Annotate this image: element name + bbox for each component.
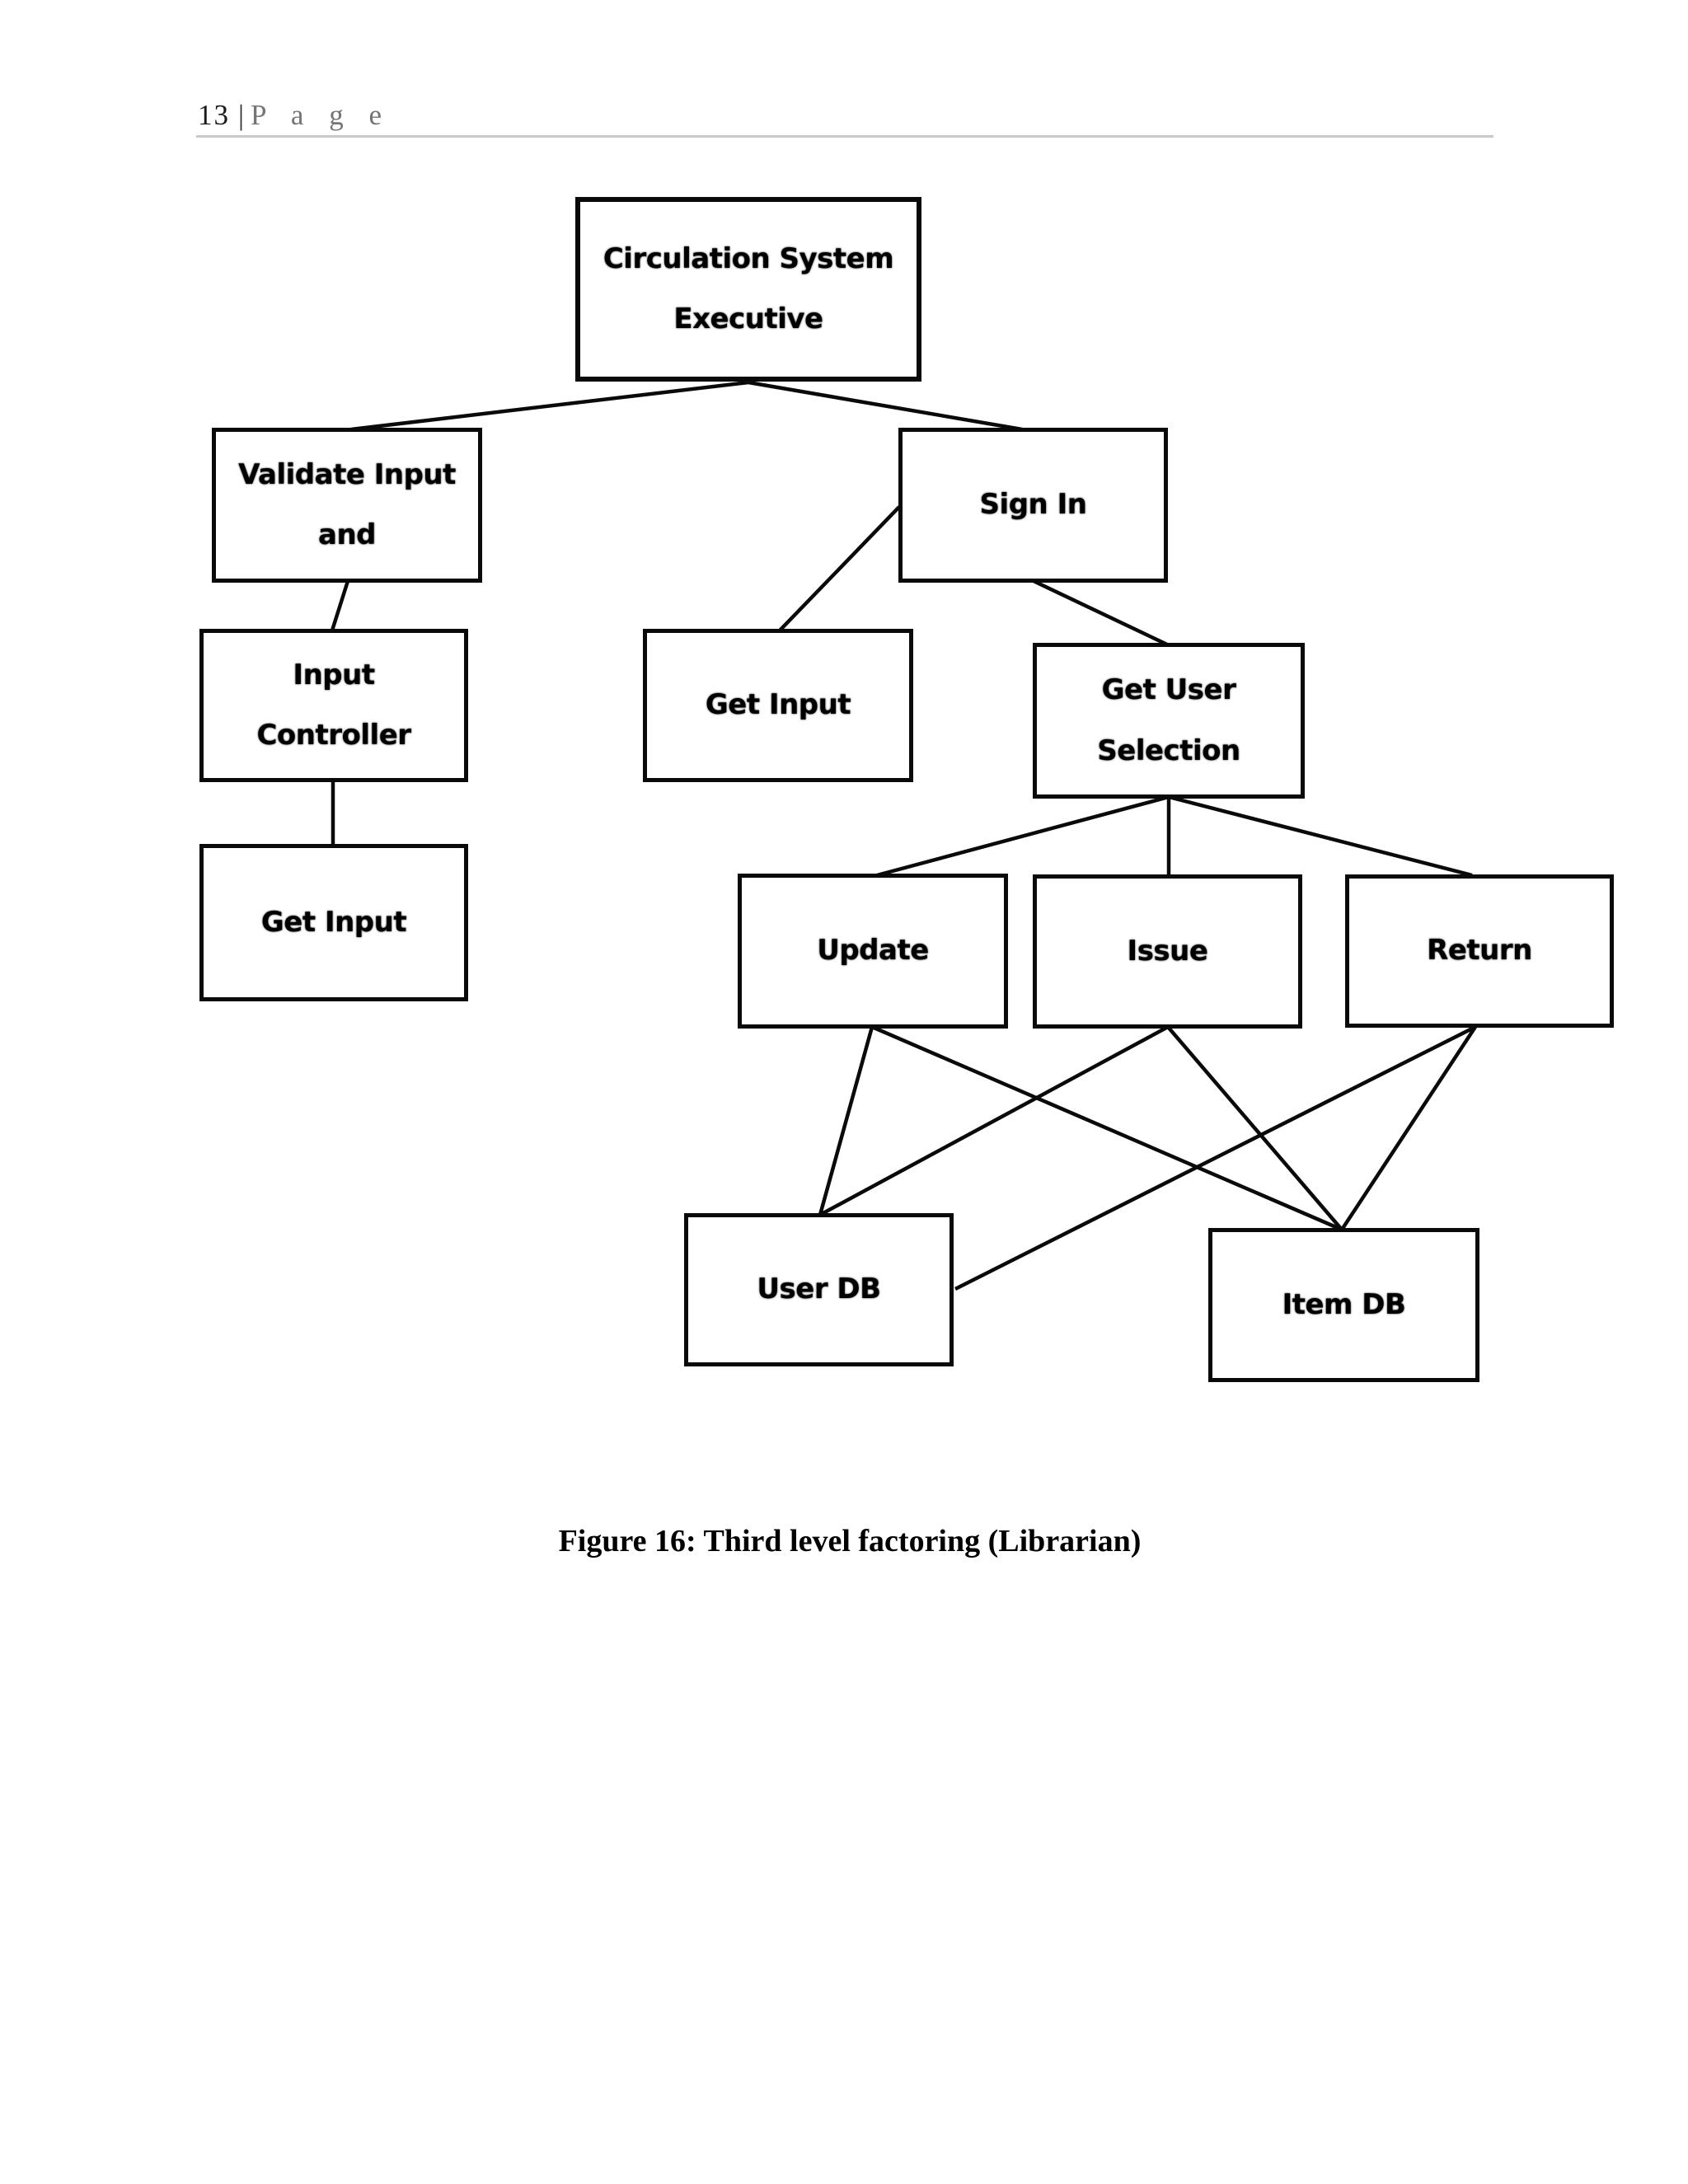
- edge-return-user-db: [954, 1024, 1477, 1291]
- node-update: Update: [738, 874, 1008, 1029]
- edge-executive-validate: [350, 380, 749, 432]
- edge-sign-in-get-user-selection: [1033, 579, 1168, 647]
- page-header: 13|P a g e: [198, 99, 391, 132]
- node-label-line: Validate Input: [238, 457, 456, 491]
- edge-sign-in-get-input: [778, 505, 901, 632]
- figure-caption: Figure 16: Third level factoring (Librar…: [558, 1524, 1142, 1558]
- node-get-input-middle: Get Input: [643, 629, 913, 782]
- node-issue: Issue: [1033, 874, 1302, 1029]
- node-label-line: Get Input: [260, 905, 407, 939]
- node-label-line: Item DB: [1282, 1287, 1406, 1321]
- node-circulation-system-executive: Circulation System Executive: [575, 197, 921, 382]
- node-label-line: Sign In: [979, 488, 1087, 522]
- edge-update-item-db: [871, 1024, 1343, 1232]
- page-label: P a g e: [251, 99, 392, 131]
- node-item-db: Item DB: [1208, 1228, 1479, 1382]
- node-label-line: Circulation System: [603, 241, 894, 275]
- edge-update-user-db: [818, 1026, 874, 1216]
- node-label-line: Issue: [1127, 934, 1208, 968]
- edge-get-user-selection-update: [876, 794, 1170, 878]
- node-get-user-selection: Get User Selection: [1033, 643, 1305, 799]
- page-number: 13: [198, 99, 230, 131]
- node-sign-in: Sign In: [898, 428, 1168, 583]
- node-input-controller: Input Controller: [199, 629, 468, 782]
- node-label-line: Get Input: [705, 688, 851, 722]
- edge-get-user-selection-return: [1168, 794, 1473, 878]
- edge-issue-item-db: [1166, 1025, 1343, 1231]
- node-get-input-left: Get Input: [199, 844, 468, 1001]
- edge-validate-input-controller: [330, 580, 350, 631]
- node-label-line: Input: [293, 658, 375, 691]
- header-rule: [196, 135, 1493, 138]
- edge-executive-sign-in: [748, 380, 1023, 432]
- node-validate-input-and: Validate Input and: [212, 428, 482, 583]
- node-label-line: Selection: [1097, 733, 1240, 767]
- node-user-db: User DB: [684, 1213, 954, 1366]
- node-label-line: Update: [817, 934, 929, 968]
- node-label-line: Controller: [256, 719, 411, 752]
- node-label-line: and: [318, 518, 377, 551]
- edge-return-item-db: [1340, 1025, 1477, 1231]
- node-label-line: Return: [1427, 934, 1532, 968]
- node-label-line: Get User: [1101, 673, 1236, 707]
- header-separator: |: [238, 99, 245, 131]
- node-label-line: User DB: [757, 1272, 881, 1306]
- edge-issue-user-db: [818, 1025, 1170, 1216]
- node-return: Return: [1345, 874, 1614, 1028]
- node-label-line: Executive: [673, 302, 823, 335]
